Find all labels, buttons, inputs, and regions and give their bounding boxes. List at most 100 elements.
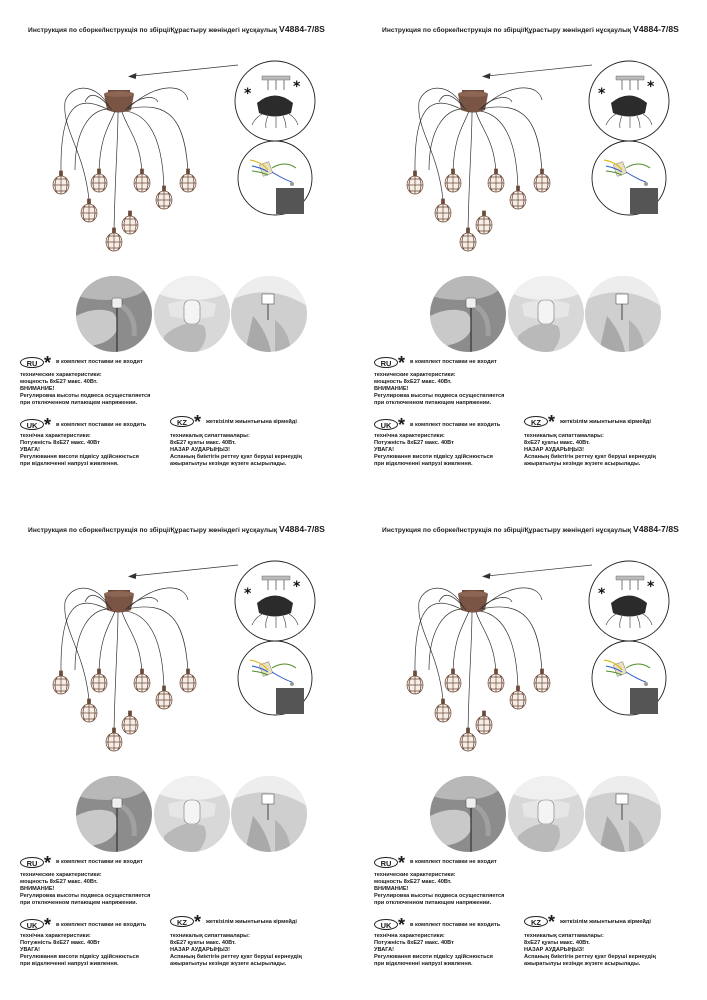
step-photo-2 — [154, 776, 230, 852]
asterisk-icon: * — [44, 353, 52, 373]
ru-specs-value: мощность 8хЕ27 макс. 40Вт. — [374, 378, 452, 385]
ru-specs-label: технические характеристики: — [20, 872, 102, 878]
kz-specs-label: техникалық сипаттамалары: — [524, 433, 604, 439]
kz-warning: НАЗАР АУДАРЫҢЫЗ! — [170, 446, 231, 453]
document-title: Инструкция по сборке/Інструкція по збірц… — [0, 24, 353, 34]
ru-warning-line1: Регулировка высоты подвеса осуществляетс… — [374, 892, 505, 899]
ru-not-included-note: в комплект поставки не входит — [56, 859, 143, 865]
ru-badge: RU — [374, 357, 398, 368]
cage-pendants — [52, 168, 197, 252]
kz-specs-value: 8хЕ27 қуаты макс. 40Вт. — [170, 939, 236, 946]
asterisk-icon: * — [244, 86, 252, 102]
kz-badge: KZ — [524, 416, 548, 427]
kz-specs-label: техникалық сипаттамалары: — [524, 933, 604, 939]
asterisk-icon: * — [548, 912, 556, 932]
kz-warning-line2: ажыратылуы кезінде жүзеге асырылады. — [170, 460, 287, 467]
ru-specs-block: технические характеристики: мощность 8хЕ… — [20, 872, 150, 907]
uk-warning-line2: при відключенні напрузі живлення. — [20, 960, 119, 967]
uk-badge: UK — [374, 919, 398, 930]
step-photo-1 — [76, 276, 152, 352]
step-photo-3 — [231, 776, 307, 852]
pendant-cords — [414, 87, 543, 233]
title-text: Инструкция по сборке/Інструкція по збірц… — [382, 527, 632, 534]
model-number: V4884-7/8S — [279, 24, 325, 34]
kz-badge: KZ — [170, 416, 194, 427]
asterisk-icon: * — [548, 412, 556, 432]
kz-warning: НАЗАР АУДАРЫҢЫЗ! — [524, 946, 585, 953]
chandelier-diagram: * * — [406, 560, 670, 752]
uk-warning-line2: при відключенні напрузі живлення. — [374, 960, 473, 967]
uk-warning: УВАГА! — [20, 446, 41, 453]
uk-warning-line1: Регулювання висоти підвісу здійснюється — [20, 953, 139, 960]
ceiling-canopy — [104, 590, 134, 613]
canopy-mount-detail: * * — [588, 60, 670, 142]
canopy-mount-detail: * * — [588, 560, 670, 642]
kz-not-included-note: жеткізілім жиынтығына кірмейді — [560, 919, 651, 925]
kz-warning-line2: ажыратылуы кезінде жүзеге асырылады. — [170, 960, 287, 967]
uk-not-included-note: в комплект поставки не входить — [410, 922, 501, 928]
ru-warning-line1: Регулировка высоты подвеса осуществляетс… — [20, 392, 151, 399]
cage-pendants — [406, 668, 551, 752]
uk-specs-block: технічна характеристики: Потужність 8хЕ2… — [374, 433, 493, 468]
kz-warning-line1: Аспаның биіктігін реттеу қуат беруші кер… — [524, 453, 656, 460]
ru-warning: ВНИМАНИЕ! — [374, 885, 409, 892]
pointer-arrow — [481, 564, 593, 579]
ru-warning: ВНИМАНИЕ! — [20, 385, 55, 392]
uk-not-included-note: в комплект поставки не входить — [410, 422, 501, 428]
uk-not-included-note: в комплект поставки не входить — [56, 422, 147, 428]
step-photo-3 — [585, 276, 661, 352]
asterisk-icon: * — [398, 353, 406, 373]
ru-warning-line2: при отключенном питающем напряжении. — [20, 399, 138, 406]
ru-specs-value: мощность 8хЕ27 макс. 40Вт. — [374, 878, 452, 885]
uk-badge: UK — [374, 419, 398, 430]
pendant-cords — [60, 587, 189, 733]
document-title: Инструкция по сборке/Інструкція по збірц… — [354, 524, 707, 534]
uk-specs-value: Потужність 8хЕ27 макс. 40Вт — [20, 439, 100, 446]
uk-warning-line1: Регулювання висоти підвісу здійснюється — [20, 453, 139, 460]
ru-not-included-note: в комплект поставки не входит — [56, 359, 143, 365]
asterisk-icon: * — [293, 579, 301, 595]
ru-warning-line2: при отключенном питающем напряжении. — [374, 399, 492, 406]
kz-specs-value: 8хЕ27 қуаты макс. 40Вт. — [170, 439, 236, 446]
uk-warning: УВАГА! — [374, 946, 395, 953]
step-photo-1 — [430, 776, 506, 852]
instruction-panel: Инструкция по сборке/Інструкція по збірц… — [354, 0, 707, 500]
kz-specs-block: техникалық сипаттамалары: 8хЕ27 қуаты ма… — [524, 433, 656, 468]
uk-warning: УВАГА! — [20, 946, 41, 953]
kz-warning-line1: Аспаның биіктігін реттеу қуат беруші кер… — [170, 453, 302, 460]
kz-specs-block: техникалық сипаттамалары: 8хЕ27 қуаты ма… — [170, 933, 302, 968]
kz-not-included-note: жеткізілім жиынтығына кірмейді — [206, 419, 297, 425]
kz-specs-block: техникалық сипаттамалары: 8хЕ27 қуаты ма… — [170, 433, 302, 468]
ru-specs-label: технические характеристики: — [20, 372, 102, 378]
uk-specs-label: технічна характеристики: — [20, 933, 91, 939]
asterisk-icon: * — [244, 586, 252, 602]
uk-specs-block: технічна характеристики: Потужність 8хЕ2… — [374, 933, 493, 968]
ru-not-included-note: в комплект поставки не входит — [410, 859, 497, 865]
chandelier-diagram: * * — [52, 60, 316, 252]
ru-warning-line1: Регулировка высоты подвеса осуществляетс… — [374, 392, 505, 399]
ru-specs-block: технические характеристики: мощность 8хЕ… — [374, 372, 504, 407]
title-text: Инструкция по сборке/Інструкція по збірц… — [28, 27, 278, 34]
uk-specs-value: Потужність 8хЕ27 макс. 40Вт — [20, 939, 100, 946]
kz-warning: НАЗАР АУДАРЫҢЫЗ! — [170, 946, 231, 953]
asterisk-icon: * — [44, 853, 52, 873]
canopy-mount-detail: * * — [234, 60, 316, 142]
uk-specs-label: технічна характеристики: — [374, 933, 445, 939]
model-number: V4884-7/8S — [633, 524, 679, 534]
uk-specs-value: Потужність 8хЕ27 макс. 40Вт — [374, 439, 454, 446]
step-photo-1 — [76, 776, 152, 852]
uk-warning-line1: Регулювання висоти підвісу здійснюється — [374, 953, 493, 960]
kz-specs-value: 8хЕ27 қуаты макс. 40Вт. — [524, 939, 590, 946]
pointer-arrow — [481, 64, 593, 79]
ru-specs-value: мощность 8хЕ27 макс. 40Вт. — [20, 378, 98, 385]
ru-badge: RU — [20, 857, 44, 868]
ru-specs-value: мощность 8хЕ27 макс. 40Вт. — [20, 878, 98, 885]
uk-badge: UK — [20, 419, 44, 430]
kz-specs-label: техникалық сипаттамалары: — [170, 933, 250, 939]
ru-warning: ВНИМАНИЕ! — [20, 885, 55, 892]
kz-warning-line1: Аспаның биіктігін реттеу қуат беруші кер… — [170, 953, 302, 960]
asterisk-icon: * — [598, 86, 606, 102]
ru-warning-line2: при отключенном питающем напряжении. — [374, 899, 492, 906]
asterisk-icon: * — [398, 853, 406, 873]
ceiling-canopy — [458, 590, 488, 613]
